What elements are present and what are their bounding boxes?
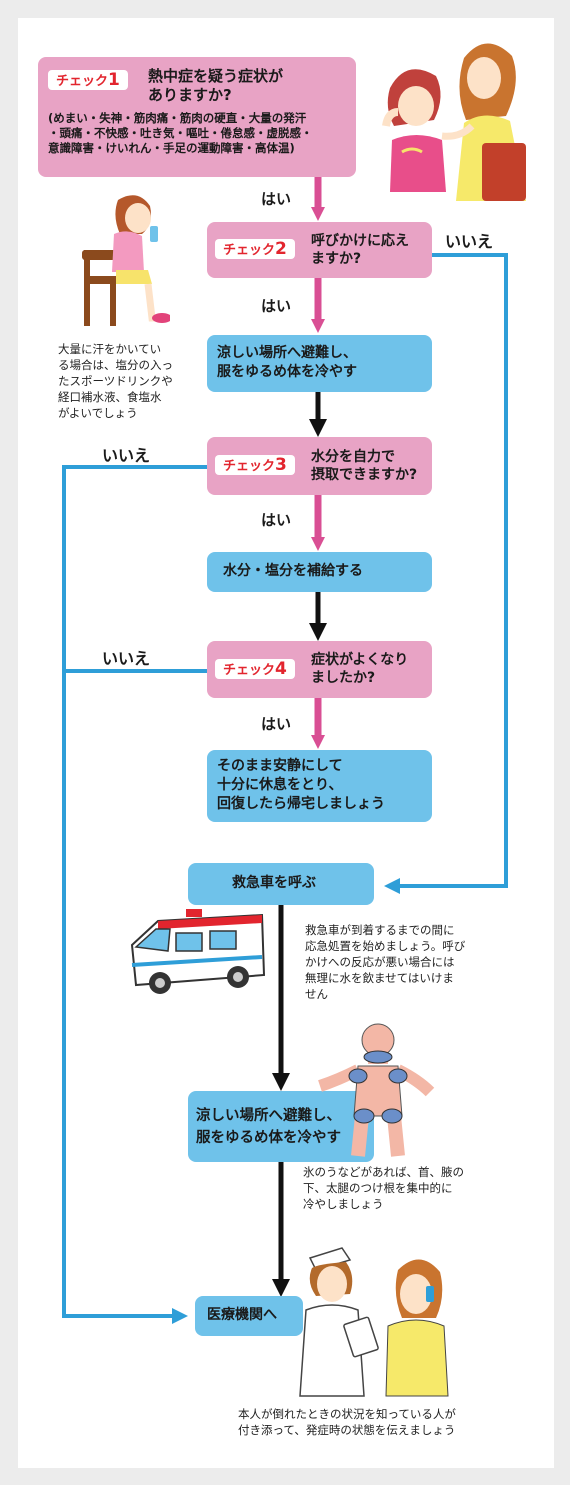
- action-cool-place-1: 涼しい場所へ避難し、 服をゆるめ体を冷やす: [207, 335, 432, 392]
- note-sweat: 大量に汗をかいてい る場合は、塩分の入っ たスポーツドリンクや 経口補水液、食塩…: [58, 342, 173, 420]
- no-label-check2: いいえ: [445, 232, 494, 251]
- action-ambulance: 救急車を呼ぶ: [188, 863, 374, 905]
- nurse-and-companion-illustration: [299, 1247, 449, 1397]
- note-ice: 氷のうなどがあれば、首、腋の 下、太腿のつけ根を集中的に 冷やしましょう: [303, 1165, 464, 1211]
- check4-tag: チェック4: [215, 659, 295, 679]
- yes-label-4: はい: [261, 715, 292, 733]
- note-ambulance: 救急車が到着するまでの間に 応急処置を始めましょう。呼び かけへの反応が悪い場合…: [305, 923, 466, 1001]
- action-hospital: 医療機関へ: [195, 1296, 303, 1336]
- cooling-body-illustration: [318, 1023, 435, 1157]
- action-hydrate: 水分・塩分を補給する: [207, 552, 432, 592]
- check2-tag: チェック2: [215, 239, 295, 259]
- no-line-check2: [384, 253, 508, 894]
- check4-box: チェック4 症状がよくなり ましたか?: [207, 641, 432, 698]
- yes-label-3: はい: [261, 511, 292, 529]
- check3-tag: チェック3: [215, 455, 295, 475]
- no-line-check3: [62, 465, 208, 1324]
- no-label-check4: いいえ: [102, 649, 151, 668]
- check1-symptoms: (めまい・失神・筋肉痛・筋肉の硬直・大量の発汗 ・頭痛・不快感・吐き気・嘔吐・倦…: [48, 111, 313, 155]
- check3-box: チェック3 水分を自力で 摂取できますか?: [207, 437, 432, 495]
- check1-tag: チェック1: [48, 70, 128, 90]
- ambulance-illustration: [130, 909, 266, 994]
- check1-question: 熱中症を疑う症状が ありますか?: [148, 67, 284, 104]
- check2-box: チェック2 呼びかけに応え ますか?: [207, 222, 432, 278]
- check2-question: 呼びかけに応え ますか?: [311, 233, 409, 267]
- check1-box: チェック1 熱中症を疑う症状が ありますか? (めまい・失神・筋肉痛・筋肉の硬直…: [38, 57, 356, 177]
- note-hospital: 本人が倒れたときの状況を知っている人が 付き添って、発症時の状態を伝えましょう: [238, 1407, 456, 1437]
- yes-label-1: はい: [261, 190, 292, 208]
- girl-and-woman-illustration: [382, 43, 526, 201]
- check4-question: 症状がよくなり ましたか?: [311, 652, 409, 686]
- action-rest: そのまま安静にして 十分に休息をとり、 回復したら帰宅しましょう: [207, 750, 432, 822]
- check3-question: 水分を自力で 摂取できますか?: [311, 449, 418, 483]
- action-cool-place-2: 涼しい場所へ避難し、 服をゆるめ体を冷やす: [188, 1091, 374, 1162]
- yes-label-2: はい: [261, 297, 292, 315]
- girl-drinking-illustration: [82, 195, 170, 326]
- no-label-check3: いいえ: [102, 446, 151, 465]
